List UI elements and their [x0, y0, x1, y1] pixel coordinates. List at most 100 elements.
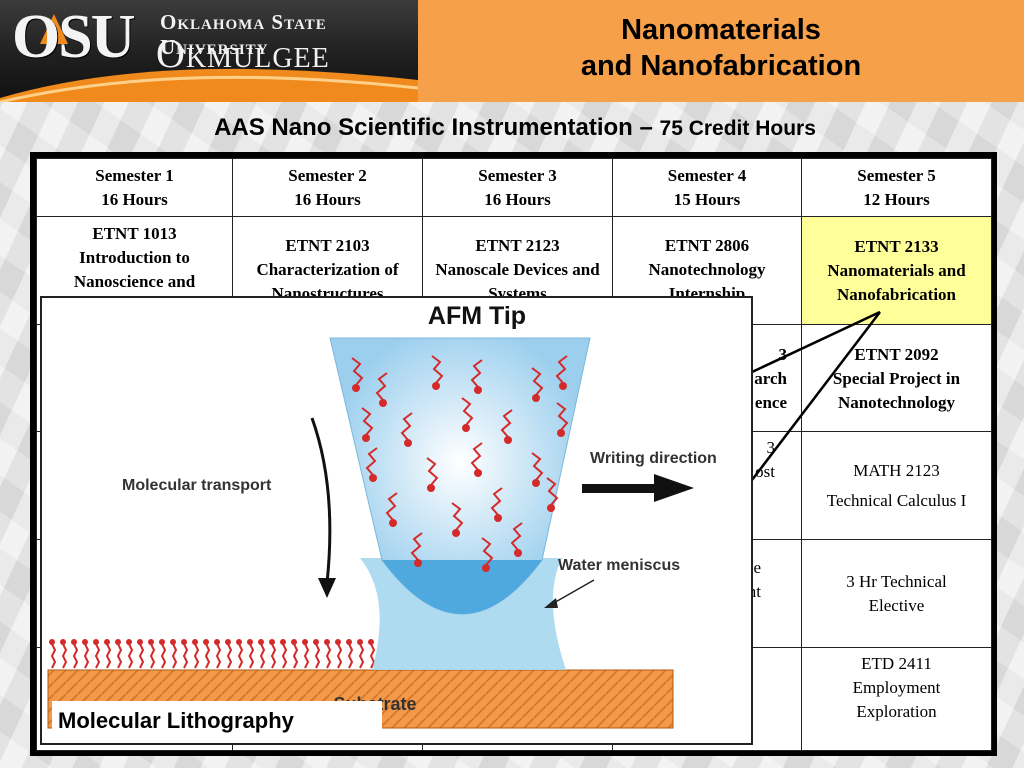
- deposited-molecule-head: [269, 639, 275, 645]
- tip-molecule-head: [504, 436, 512, 444]
- tip-molecule: [510, 522, 523, 551]
- deposited-molecule-head: [137, 639, 143, 645]
- deposited-molecule-head: [302, 639, 308, 645]
- deposited-molecule-head: [170, 639, 176, 645]
- deposited-molecule-head: [192, 639, 198, 645]
- tip-molecule-head: [389, 519, 397, 527]
- deposited-molecule: [72, 643, 79, 669]
- tip-molecule-head: [404, 439, 412, 447]
- tip-molecule-head: [432, 382, 440, 390]
- tip-molecule: [451, 502, 464, 531]
- tip-molecule: [375, 372, 388, 401]
- transport-arrow-head: [318, 578, 336, 598]
- deposited-molecule: [358, 643, 365, 669]
- tip-molecule-head: [482, 564, 490, 572]
- deposited-molecule: [325, 643, 332, 669]
- tip-molecule-head: [557, 429, 565, 437]
- deposited-molecule: [127, 643, 134, 669]
- deposited-molecule-head: [82, 639, 88, 645]
- tip-molecule-head: [427, 484, 435, 492]
- tip-molecule-head: [452, 529, 460, 537]
- deposited-molecule-head: [280, 639, 286, 645]
- deposited-molecule-head: [115, 639, 121, 645]
- tip-molecule-head: [462, 424, 470, 432]
- deposited-molecule-head: [236, 639, 242, 645]
- deposited-molecule-head: [335, 639, 341, 645]
- slide-title: Nanomaterials and Nanofabrication: [418, 12, 1024, 84]
- tip-molecule-head: [379, 399, 387, 407]
- tip-molecule: [556, 402, 569, 431]
- slide-title-line1: Nanomaterials: [621, 14, 821, 46]
- tip-molecule-head: [414, 559, 422, 567]
- deposited-molecule: [226, 643, 233, 669]
- deposited-molecule-head: [357, 639, 363, 645]
- deposited-molecule-head: [159, 639, 165, 645]
- deposited-molecule: [116, 643, 123, 669]
- credit-hours: 75 Credit Hours: [659, 117, 816, 140]
- deposited-molecule: [83, 643, 90, 669]
- tip-molecule-head: [532, 394, 540, 402]
- deposited-molecule: [270, 643, 277, 669]
- deposited-molecules: [49, 639, 376, 669]
- deposited-molecule-head: [258, 639, 264, 645]
- deposited-molecule: [204, 643, 211, 669]
- tip-molecule: [426, 457, 439, 486]
- deposited-molecule: [237, 643, 244, 669]
- deposited-molecule-head: [291, 639, 297, 645]
- tip-molecule: [351, 357, 364, 386]
- writing-arrow-head: [654, 474, 694, 502]
- tip-molecule: [470, 442, 483, 471]
- tip-molecule-head: [474, 386, 482, 394]
- meniscus-pointer-line: [551, 579, 595, 605]
- deposited-molecule-head: [126, 639, 132, 645]
- tip-molecule: [400, 412, 413, 441]
- tip-molecule-head: [494, 514, 502, 522]
- deposited-molecule: [336, 643, 343, 669]
- tip-molecule: [461, 397, 474, 426]
- water-meniscus-label: Water meniscus: [558, 557, 680, 574]
- deposited-molecule: [281, 643, 288, 669]
- deposited-molecule: [61, 643, 68, 669]
- deposited-molecule-head: [214, 639, 220, 645]
- tip-molecule: [555, 355, 568, 384]
- afm-tip-diagram: AFM Tip Substrate Molecular transport Wr…: [47, 302, 717, 729]
- deposited-molecule: [138, 643, 145, 669]
- deposited-molecule-head: [346, 639, 352, 645]
- deposited-molecule: [171, 643, 178, 669]
- deposited-molecule: [50, 643, 57, 669]
- tip-molecule: [481, 537, 494, 566]
- tip-molecules: [351, 355, 569, 572]
- deposited-molecule: [160, 643, 167, 669]
- deposited-molecule: [248, 643, 255, 669]
- tip-molecule-head: [369, 474, 377, 482]
- tip-molecule-head: [532, 479, 540, 487]
- deposited-molecule: [149, 643, 156, 669]
- logo-swoosh-graphic: [0, 68, 418, 102]
- tip-molecule: [431, 355, 444, 384]
- deposited-molecule: [193, 643, 200, 669]
- logo-campus-text: Okmulgee: [156, 31, 330, 76]
- tip-molecule: [531, 367, 544, 396]
- deposited-molecule: [314, 643, 321, 669]
- molecular-transport-label: Molecular transport: [122, 477, 272, 494]
- tip-molecule-head: [559, 382, 567, 390]
- title-band: [418, 0, 1024, 102]
- afm-diagram-inset: AFM Tip Substrate Molecular transport Wr…: [40, 296, 753, 745]
- deposited-molecule-head: [181, 639, 187, 645]
- tip-molecule-head: [352, 384, 360, 392]
- deposited-molecule: [303, 643, 310, 669]
- tip-molecule: [531, 452, 544, 481]
- logo-osu-text: OSU: [12, 3, 135, 71]
- tip-molecule-head: [514, 549, 522, 557]
- tip-molecule-head: [474, 469, 482, 477]
- writing-arrow-line: [582, 484, 657, 493]
- tip-molecule: [490, 487, 503, 516]
- afm-tip-apex: [382, 560, 542, 614]
